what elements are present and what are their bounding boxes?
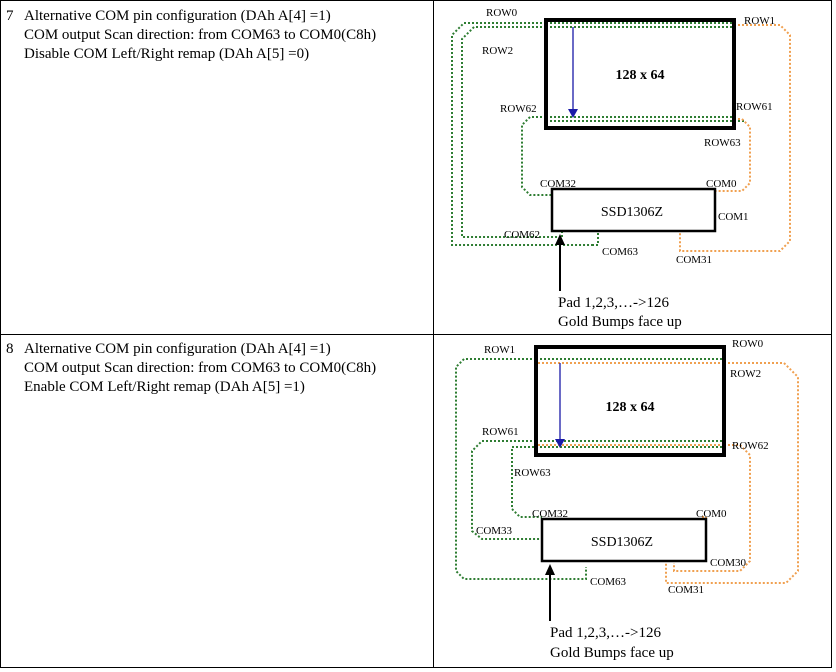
pad-pointer-arrowhead [545, 564, 555, 575]
orange-inner-trace [713, 118, 751, 195]
row-number: 8 [6, 341, 14, 357]
row-line: Enable COM Left/Right remap (DAh A[5] =1… [24, 379, 305, 395]
orange-outer-trace [665, 362, 799, 584]
green-outer-trace [455, 358, 587, 580]
com-label: COM32 [540, 178, 576, 190]
com-label: COM31 [668, 584, 704, 596]
com-label: COM32 [532, 508, 568, 520]
pad-note: Pad 1,2,3,…->126 [558, 295, 669, 311]
row-label: ROW2 [730, 368, 761, 380]
table-right-border [831, 0, 832, 668]
pad-note: Pad 1,2,3,…->126 [550, 625, 661, 641]
row-label: ROW2 [482, 45, 513, 57]
display-panel [544, 18, 736, 130]
row-line: COM output Scan direction: from COM63 to… [24, 360, 377, 376]
row-line: Alternative COM pin configuration (DAh A… [24, 8, 331, 24]
green-lower-trace [521, 116, 552, 196]
table-top-border [0, 0, 832, 1]
com-label: COM0 [706, 178, 737, 190]
row-label: ROW63 [704, 137, 741, 149]
chip-box [540, 517, 708, 563]
row-line: Disable COM Left/Right remap (DAh A[5] =… [24, 46, 310, 62]
com-label: COM1 [718, 211, 749, 223]
pad-pointer-arrowhead [555, 234, 565, 245]
com-label: COM63 [590, 576, 627, 588]
scan-direction-arrowhead [568, 109, 578, 118]
com-label: COM33 [476, 525, 513, 537]
row-label: ROW1 [484, 344, 515, 356]
display-label: 128 x 64 [616, 68, 665, 83]
orange-outer-trace [679, 24, 791, 252]
green-inner-trace [471, 440, 542, 540]
green-chip-stub [592, 233, 599, 246]
orange-inner-trace [673, 444, 751, 572]
row-label: ROW61 [482, 426, 519, 438]
com-label: COM31 [676, 254, 712, 266]
chip-label: SSD1306Z [591, 535, 653, 550]
com-pin-diagram-row7: 128 x 64 SSD1306Z ROW0 ROW1 ROW2 ROW62 R… [451, 7, 791, 330]
green-inner-trace [461, 26, 562, 238]
pad-note: Gold Bumps face up [558, 314, 682, 330]
pad-note: Gold Bumps face up [550, 645, 674, 661]
row-label: ROW63 [514, 467, 551, 479]
row-label: ROW62 [500, 103, 537, 115]
chip-box [550, 187, 717, 233]
table-bottom-border [0, 667, 832, 668]
com-label: COM0 [696, 508, 727, 520]
scan-direction-arrowhead [555, 439, 565, 448]
row-line: COM output Scan direction: from COM63 to… [24, 27, 377, 43]
row-label: ROW0 [732, 338, 764, 350]
table-column-divider [433, 0, 434, 668]
com-pin-diagram-row8: 128 x 64 SSD1306Z ROW1 ROW0 ROW2 ROW61 R… [455, 338, 799, 661]
table-row-divider [0, 334, 832, 335]
row-label: ROW61 [736, 101, 773, 113]
display-panel [534, 345, 726, 457]
com-label: COM62 [504, 229, 540, 241]
table-left-border [0, 0, 1, 668]
display-label: 128 x 64 [606, 400, 655, 415]
com-label: COM30 [710, 557, 747, 569]
row-number: 7 [6, 8, 14, 24]
row-label: ROW1 [744, 15, 775, 27]
com-label: COM63 [602, 246, 639, 258]
row-label: ROW62 [732, 440, 769, 452]
row-label: ROW0 [486, 7, 518, 19]
chip-label: SSD1306Z [601, 205, 663, 220]
row-line: Alternative COM pin configuration (DAh A… [24, 341, 331, 357]
green-lower-trace [511, 441, 725, 518]
